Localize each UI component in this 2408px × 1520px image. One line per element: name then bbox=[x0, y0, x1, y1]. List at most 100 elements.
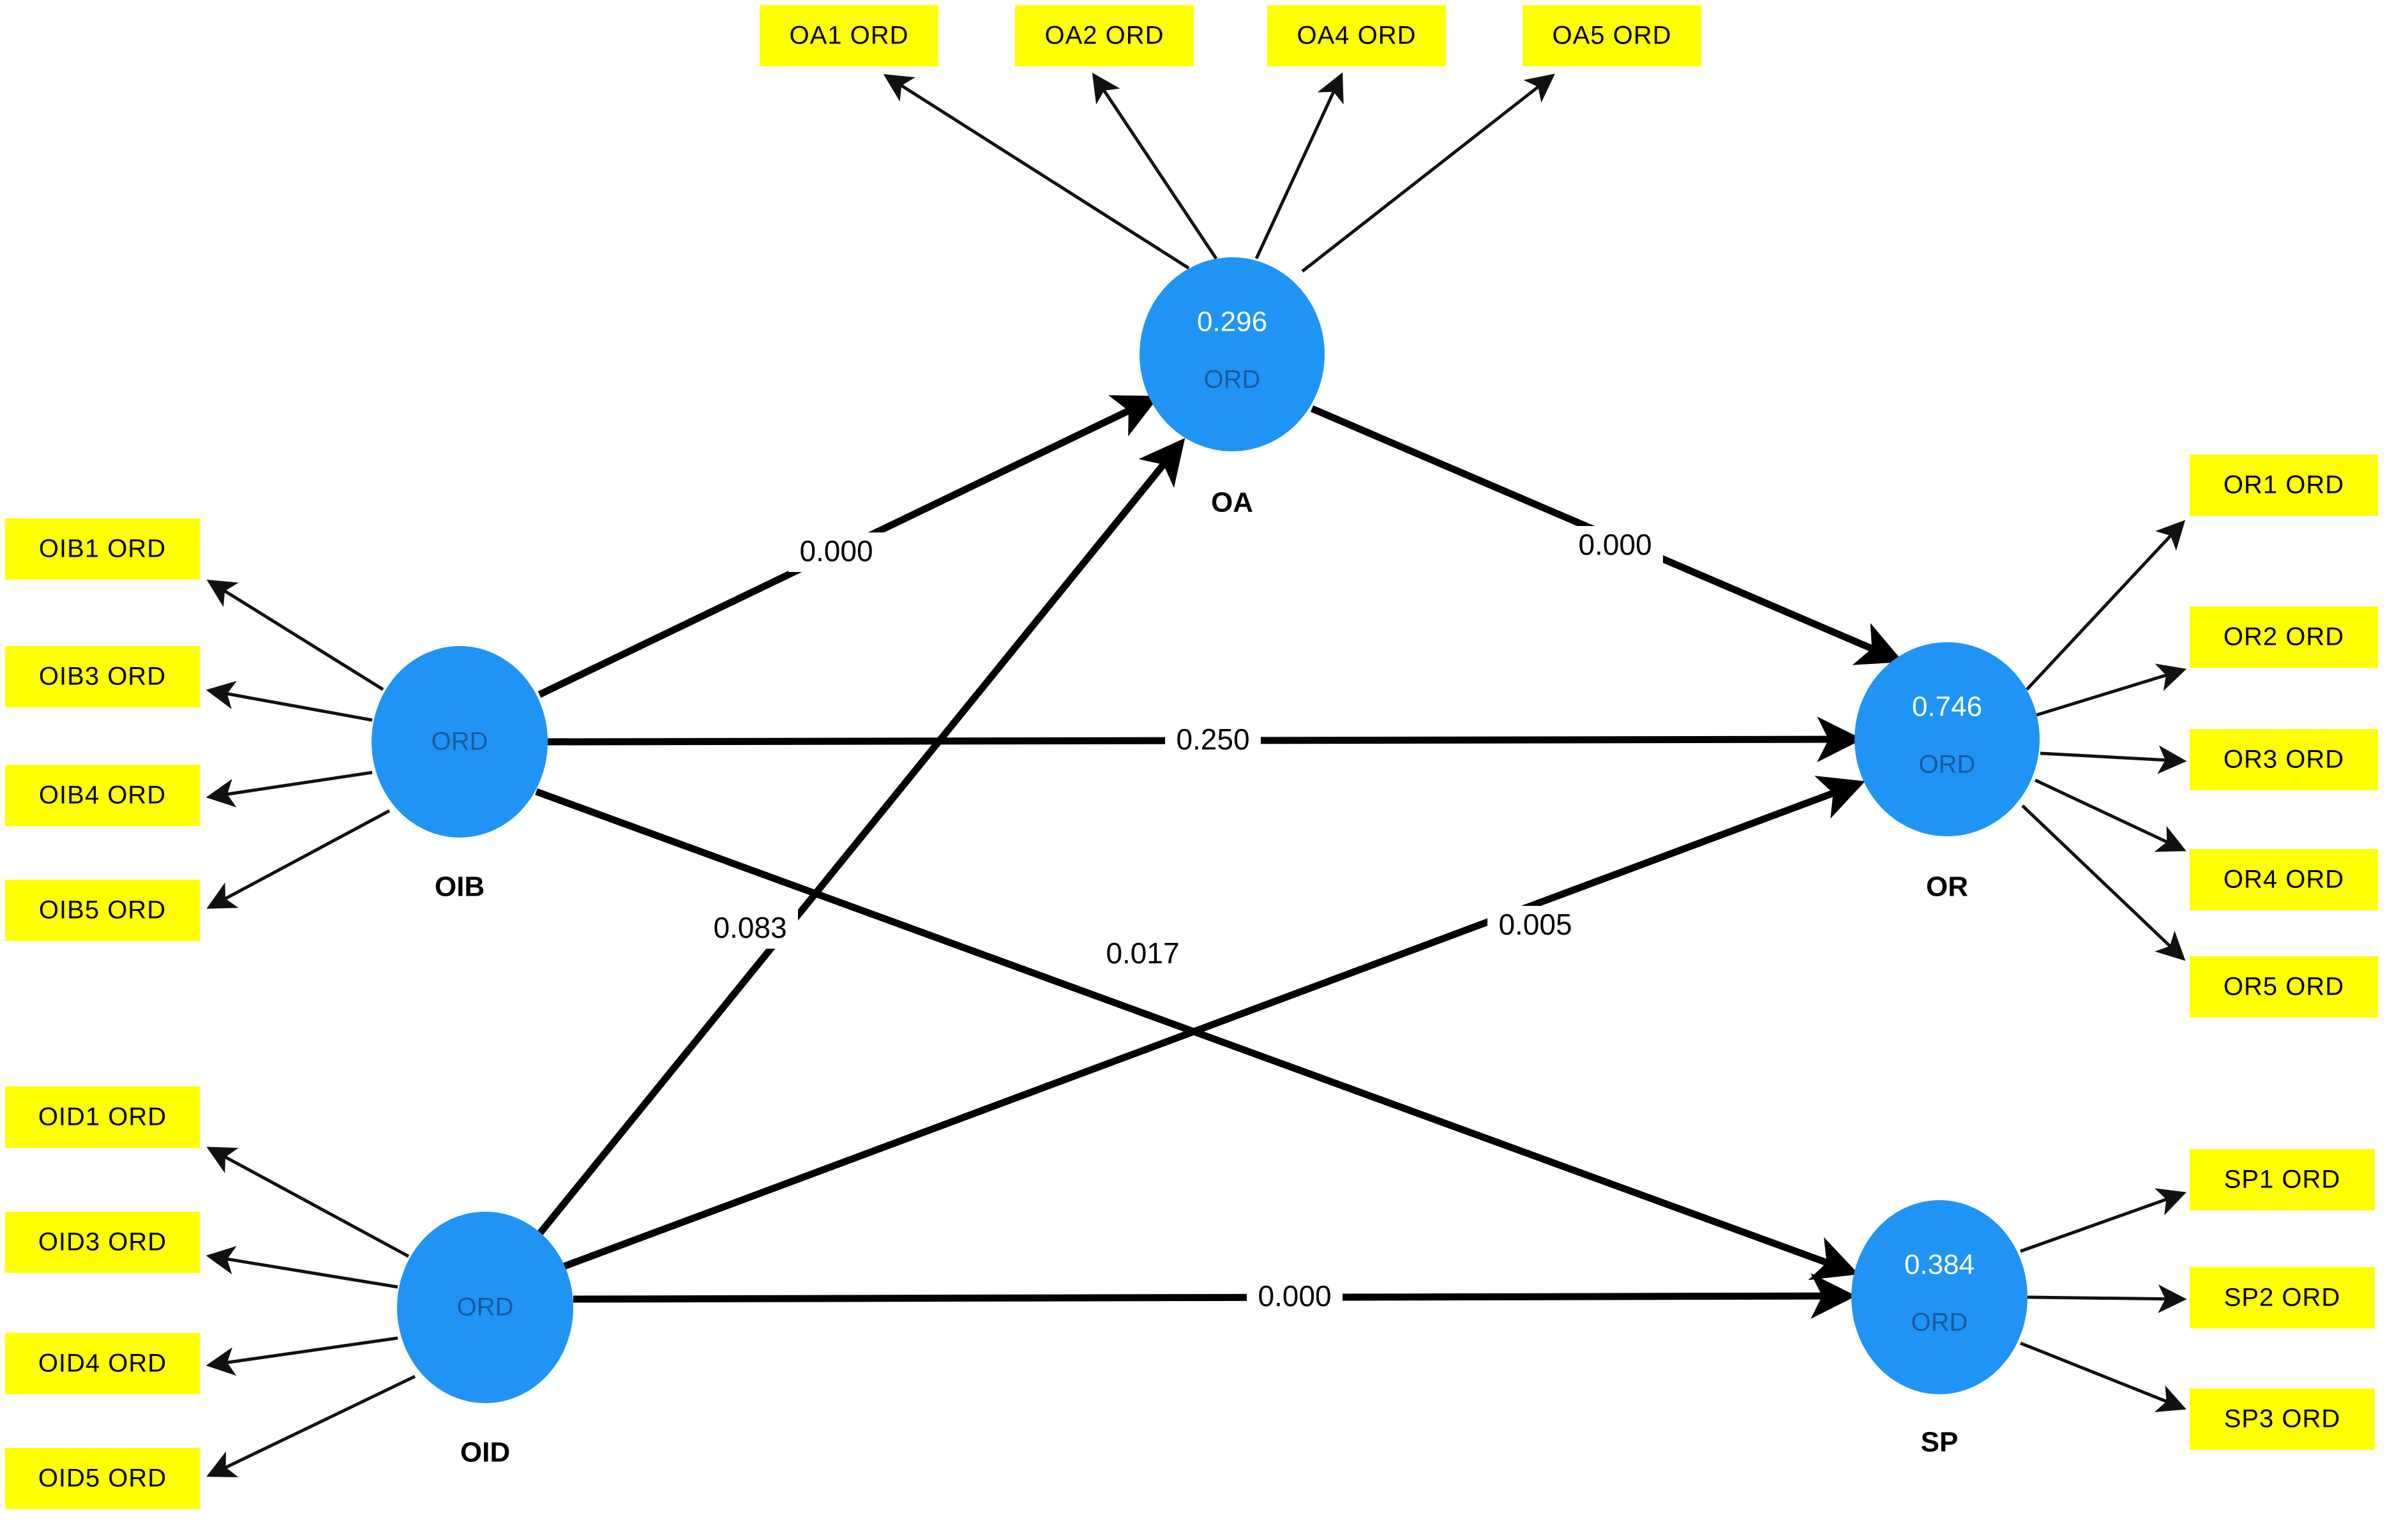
indicator-sp1[interactable]: SP1 ORD bbox=[2190, 1149, 2375, 1210]
indicator-sp2[interactable]: SP2 ORD bbox=[2190, 1267, 2375, 1328]
coefficient-oib-to-sp: 0.017 bbox=[1106, 937, 1179, 970]
indicator-label-oib5: OIB5 ORD bbox=[39, 896, 166, 924]
indicator-box-oib3[interactable] bbox=[5, 646, 200, 707]
indicator-box-oid4[interactable] bbox=[5, 1333, 200, 1394]
loading-edge-or-or3 bbox=[2040, 745, 2187, 774]
latent-circle-or[interactable] bbox=[1855, 642, 2040, 836]
indicator-oib4[interactable]: OIB4 ORD bbox=[5, 765, 200, 826]
coefficient-oib-to-oa: 0.000 bbox=[799, 534, 873, 568]
loading-edge-oib-oib1 bbox=[206, 580, 384, 691]
indicator-box-oa1[interactable] bbox=[760, 5, 938, 66]
indicator-box-or5[interactable] bbox=[2190, 956, 2378, 1018]
indicator-label-or1: OR1 ORD bbox=[2224, 471, 2344, 499]
coefficient-label-bg bbox=[788, 532, 884, 572]
construct-name-oid: OID bbox=[460, 1437, 510, 1468]
indicator-label-sp1: SP1 ORD bbox=[2224, 1166, 2341, 1194]
indicator-oa4[interactable]: OA4 ORD bbox=[1267, 5, 1446, 66]
loading-edge-or-or4 bbox=[2034, 778, 2186, 852]
indicator-oib5[interactable]: OIB5 ORD bbox=[5, 880, 200, 941]
indicator-box-oib5[interactable] bbox=[5, 880, 200, 941]
indicator-or3[interactable]: OR3 ORD bbox=[2190, 729, 2378, 790]
scale-tag-sp: ORD bbox=[1911, 1309, 1968, 1337]
indicator-label-or3: OR3 ORD bbox=[2224, 746, 2344, 774]
latent-group: 0.296ORDOAORDOIB0.746ORDORORDOID0.384ORD… bbox=[372, 257, 2040, 1468]
coefficient-label-bg bbox=[1247, 1277, 1343, 1317]
indicator-label-oid1: OID1 ORD bbox=[38, 1103, 167, 1131]
indicator-label-oib4: OIB4 ORD bbox=[39, 781, 166, 809]
indicator-box-oa5[interactable] bbox=[1523, 5, 1701, 66]
indicator-or4[interactable]: OR4 ORD bbox=[2190, 849, 2378, 910]
scale-tag-oid: ORD bbox=[457, 1293, 514, 1321]
scale-tag-or: ORD bbox=[1919, 751, 1976, 779]
r-squared-value-or: 0.746 bbox=[1912, 691, 1982, 723]
indicator-or5[interactable]: OR5 ORD bbox=[2190, 956, 2378, 1018]
indicator-box-oa2[interactable] bbox=[1015, 5, 1194, 66]
indicator-box-oid3[interactable] bbox=[5, 1212, 200, 1273]
latent-circle-oib[interactable] bbox=[372, 646, 548, 838]
loading-edge-oa-oa5 bbox=[1301, 73, 1555, 273]
indicator-box-oib1[interactable] bbox=[5, 518, 200, 580]
indicator-oib3[interactable]: OIB3 ORD bbox=[5, 646, 200, 707]
construct-name-or: OR bbox=[1926, 871, 1968, 903]
construct-name-oib: OIB bbox=[435, 871, 485, 903]
indicator-box-oa4[interactable] bbox=[1267, 5, 1446, 66]
loading-edge-oa-oa2 bbox=[1092, 72, 1218, 260]
loading-edge-sp-sp1 bbox=[2020, 1188, 2187, 1253]
coefficient-label-bg bbox=[1095, 935, 1191, 974]
coefficient-label-bg bbox=[1165, 721, 1261, 760]
indicator-label-sp3: SP3 ORD bbox=[2224, 1405, 2341, 1433]
indicator-label-oib1: OIB1 ORD bbox=[39, 535, 166, 563]
loading-edge-oid-oid5 bbox=[206, 1374, 416, 1478]
indicator-box-or4[interactable] bbox=[2190, 849, 2378, 910]
indicator-oa2[interactable]: OA2 ORD bbox=[1015, 5, 1194, 66]
loading-edge-oib-oib5 bbox=[206, 809, 391, 909]
loading-edge-or-or5 bbox=[2021, 804, 2186, 961]
structural-path-oid-to-oa bbox=[530, 438, 1185, 1244]
scale-tag-oib: ORD bbox=[432, 728, 488, 756]
loading-edge-oa-oa4 bbox=[1254, 72, 1344, 260]
r-squared-value-sp: 0.384 bbox=[1904, 1249, 1975, 1281]
indicator-box-or2[interactable] bbox=[2190, 606, 2378, 668]
indicator-box-or1[interactable] bbox=[2190, 455, 2378, 516]
indicator-label-oid5: OID5 ORD bbox=[38, 1464, 167, 1493]
indicator-box-sp2[interactable] bbox=[2190, 1267, 2375, 1328]
indicator-or1[interactable]: OR1 ORD bbox=[2190, 455, 2378, 516]
latent-construct-oid[interactable]: ORD bbox=[397, 1212, 573, 1403]
structural-edge-group bbox=[530, 395, 1904, 1319]
loading-edge-oib-oib3 bbox=[206, 681, 373, 722]
indicator-oid5[interactable]: OID5 ORD bbox=[5, 1448, 200, 1509]
loading-edge-group bbox=[206, 72, 2187, 1478]
latent-circle-oid[interactable] bbox=[397, 1212, 573, 1403]
indicator-label-oa5: OA5 ORD bbox=[1552, 22, 1671, 50]
indicator-box-sp1[interactable] bbox=[2190, 1149, 2375, 1210]
coefficient-oib-to-or: 0.250 bbox=[1176, 723, 1249, 756]
indicator-oid3[interactable]: OID3 ORD bbox=[5, 1212, 200, 1273]
indicator-or2[interactable]: OR2 ORD bbox=[2190, 606, 2378, 668]
indicator-box-oib4[interactable] bbox=[5, 765, 200, 826]
coefficient-label-bg bbox=[1487, 906, 1583, 945]
indicator-oib1[interactable]: OIB1 ORD bbox=[5, 518, 200, 580]
construct-name-sp: SP bbox=[1921, 1427, 1959, 1458]
loading-edge-oa-oa1 bbox=[883, 73, 1190, 270]
indicator-oa1[interactable]: OA1 ORD bbox=[760, 5, 938, 66]
coefficient-oid-to-sp: 0.000 bbox=[1258, 1279, 1331, 1313]
indicator-oid1[interactable]: OID1 ORD bbox=[5, 1087, 200, 1148]
indicator-box-oid5[interactable] bbox=[5, 1448, 200, 1509]
indicator-oa5[interactable]: OA5 ORD bbox=[1523, 5, 1701, 66]
loading-edge-oid-oid3 bbox=[206, 1245, 398, 1289]
indicator-label-oa1: OA1 ORD bbox=[789, 22, 908, 50]
indicator-oid4[interactable]: OID4 ORD bbox=[5, 1333, 200, 1394]
coefficient-oid-to-or: 0.005 bbox=[1498, 908, 1572, 941]
indicator-box-sp3[interactable] bbox=[2190, 1388, 2375, 1450]
coefficient-label-bg bbox=[1567, 526, 1663, 566]
latent-circle-sp[interactable] bbox=[1851, 1200, 2028, 1394]
latent-circle-oa[interactable] bbox=[1140, 257, 1325, 451]
latent-construct-oib[interactable]: ORD bbox=[372, 646, 548, 838]
indicator-box-or3[interactable] bbox=[2190, 729, 2378, 790]
indicator-sp3[interactable]: SP3 ORD bbox=[2190, 1388, 2375, 1450]
indicator-box-oid1[interactable] bbox=[5, 1087, 200, 1148]
